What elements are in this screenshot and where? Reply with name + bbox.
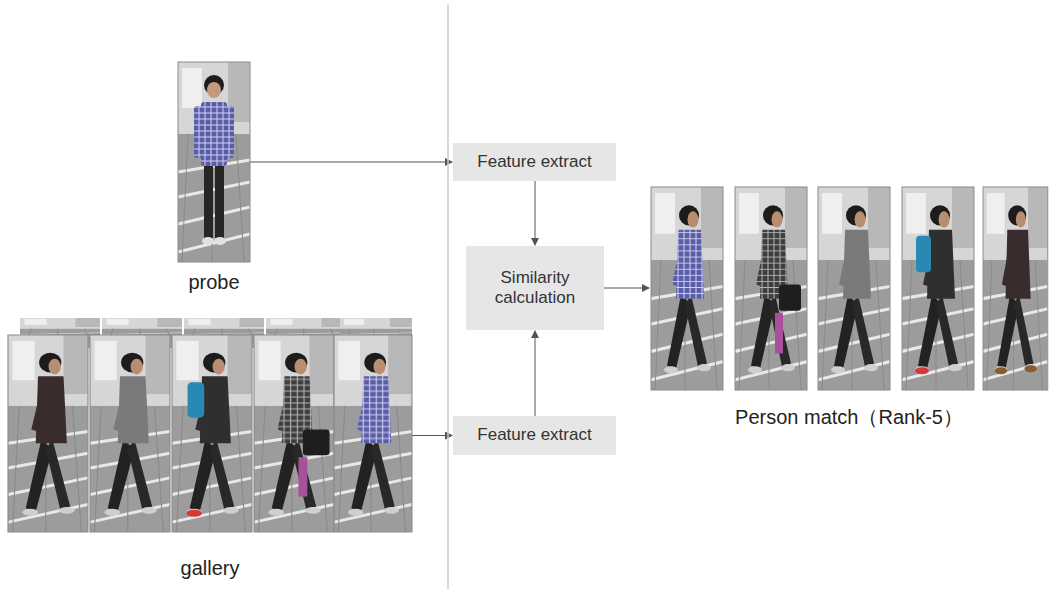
panel-label: probe: [178, 270, 250, 294]
box-label: Feature extract: [477, 152, 591, 172]
panel-label: Person match（Rank-5）: [650, 405, 1048, 429]
flow-arrow: [604, 288, 649, 289]
process-box: Feature extract: [453, 416, 616, 455]
image-panel: probe: [178, 62, 250, 294]
flow-arrow: [535, 331, 536, 416]
box-label: Similarity calculation: [474, 268, 596, 309]
flow-arrow: [412, 435, 452, 436]
panel-label: gallery: [8, 556, 412, 580]
box-label: Feature extract: [477, 425, 591, 445]
flow-arrow: [535, 181, 536, 245]
process-box: Similarity calculation: [466, 246, 604, 330]
process-box: Feature extract: [453, 143, 616, 181]
image-panel: Person match（Rank-5）: [650, 187, 1048, 429]
image-panel: gallery: [8, 320, 412, 580]
flow-arrow: [250, 162, 452, 163]
